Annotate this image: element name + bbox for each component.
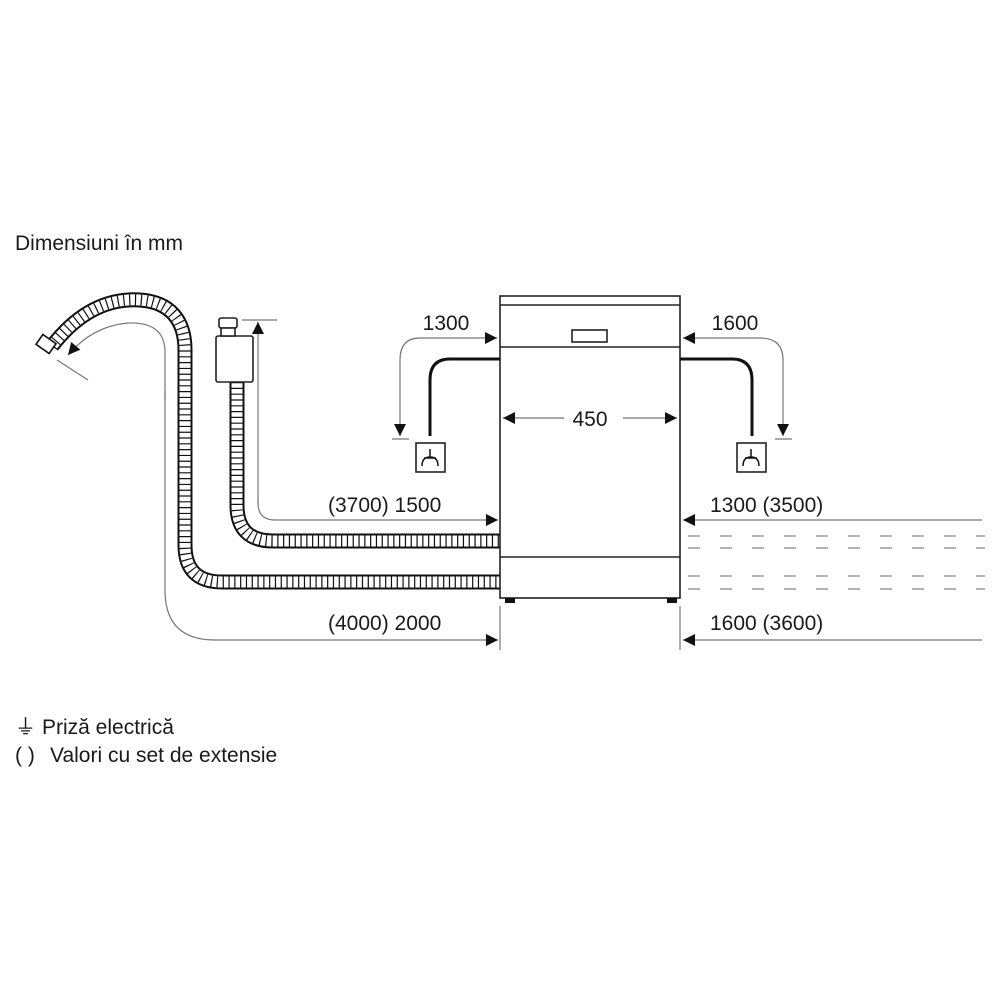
aquastop-valve [215, 335, 254, 383]
legend-extension-symbol: ( ) [15, 744, 35, 767]
cable [680, 357, 754, 436]
dishwasher-front [499, 295, 681, 650]
control-display [571, 329, 608, 343]
drain-hose [34, 292, 500, 590]
dim-arrow [257, 500, 498, 526]
dim-arrow [394, 337, 421, 436]
dim-arrow [164, 390, 498, 646]
legend: ⏚ Priză electrică ( ) Valori cu set de e… [15, 716, 277, 767]
legend-socket-label: Priză electrică [42, 716, 174, 739]
dim-arrow [759, 337, 789, 436]
cable-right-length: 1600 [712, 312, 759, 335]
cable [428, 357, 500, 436]
width-value: 450 [572, 408, 607, 431]
inlet-hose-right-length: 1300 (3500) [710, 494, 823, 517]
cable-left-length: 1300 [423, 312, 470, 335]
power-cable-right: 1600 [680, 312, 792, 473]
inlet-hose-left-length: (3700) 1500 [328, 494, 441, 517]
hose-end-connector [34, 333, 58, 355]
socket-icon [742, 449, 760, 467]
legend-extension-label: Valori cu set de extensie [50, 744, 277, 767]
diagram-title: Dimensiuni în mm [15, 232, 183, 255]
foot-right [667, 598, 677, 603]
right-hose-dims: 1300 (3500) 1600 (3600) [683, 494, 985, 646]
socket-icon [421, 449, 439, 467]
dim-tick [56, 359, 89, 381]
hose-cap [218, 317, 238, 329]
power-cable-left: 1300 [392, 312, 500, 473]
foot-left [505, 598, 515, 603]
drain-hose-left-length: (4000) 2000 [328, 612, 441, 635]
drain-hose-right-length: 1600 (3600) [710, 612, 823, 635]
dim-inlet-left: (3700) 1500 [242, 319, 498, 526]
dim-width: 450 [503, 408, 677, 431]
dim-arrow [67, 322, 166, 400]
hose-dashed-lines [688, 535, 985, 590]
inlet-hose [215, 317, 500, 549]
legend-socket-symbol: ⏚ [15, 716, 36, 739]
hose-cap-neck [220, 327, 236, 337]
dim-drain-left: (4000) 2000 [56, 322, 498, 646]
